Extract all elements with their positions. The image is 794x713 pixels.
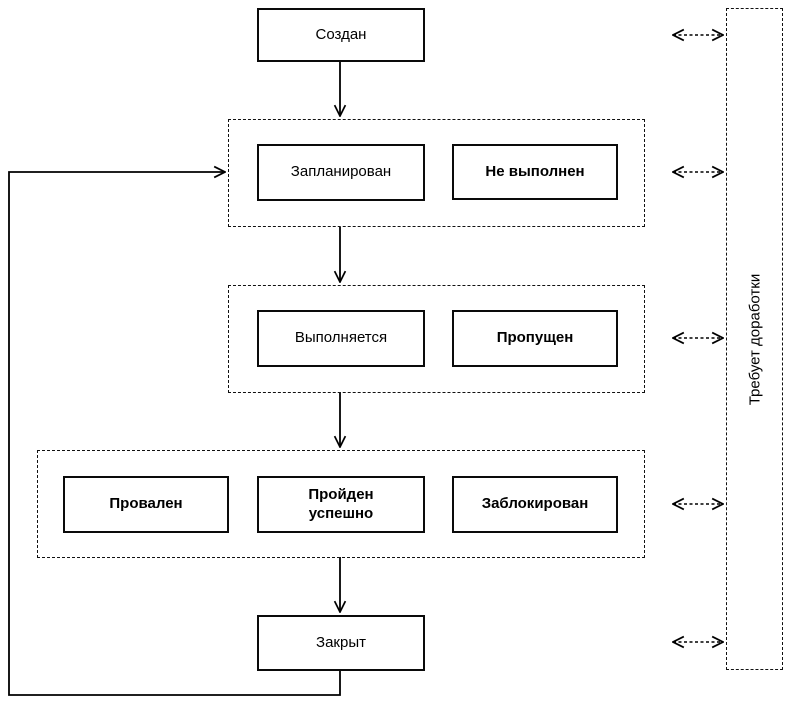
state-box-planned: Запланирован: [257, 144, 425, 201]
group-result-states: [37, 450, 645, 558]
state-box-executing: Выполняется: [257, 310, 425, 367]
state-label-planned: Запланирован: [290, 163, 392, 181]
rework-panel: Требует доработки: [726, 8, 783, 670]
state-box-passed: Пройден успешно: [257, 476, 425, 533]
rework-panel-label: Требует доработки: [746, 273, 764, 405]
state-label-passed: Пройден успешно: [308, 485, 374, 522]
state-label-not-executed: Не выполнен: [485, 162, 585, 180]
state-box-created: Создан: [257, 8, 425, 62]
state-label-blocked: Заблокирован: [481, 495, 589, 513]
state-box-skipped: Пропущен: [452, 310, 618, 367]
state-box-not-executed: Не выполнен: [452, 144, 618, 200]
state-box-failed: Провален: [63, 476, 229, 533]
state-label-failed: Провален: [109, 495, 183, 513]
state-box-closed: Закрыт: [257, 615, 425, 671]
state-label-closed: Закрыт: [316, 633, 366, 651]
state-label-executing: Выполняется: [294, 329, 388, 347]
group-executing-states: [228, 285, 645, 393]
state-label-skipped: Пропущен: [496, 329, 574, 347]
state-box-blocked: Заблокирован: [452, 476, 618, 533]
group-planned-states: [228, 119, 645, 227]
state-label-created: Создан: [315, 25, 367, 43]
arrow-feedback-closed-to-planned: [8, 172, 341, 696]
